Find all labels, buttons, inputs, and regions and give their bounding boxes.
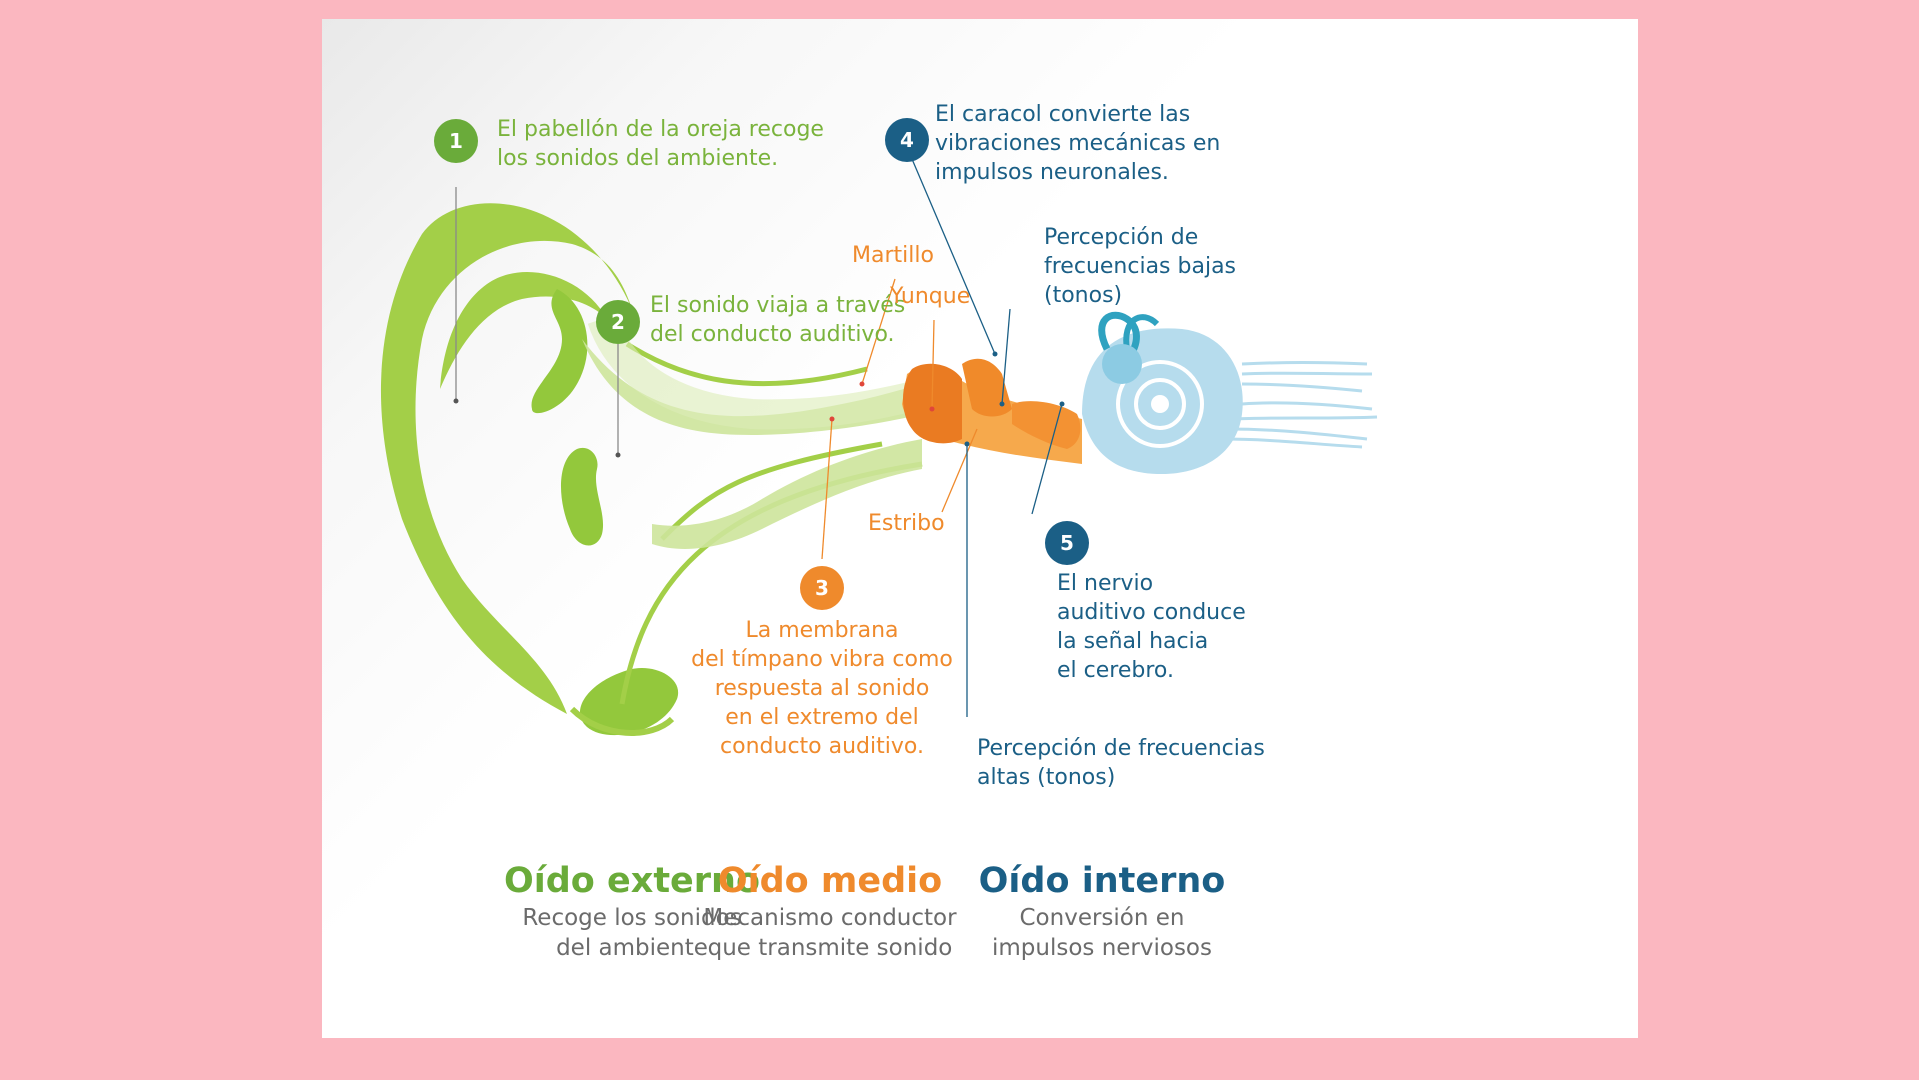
label-stirrup: Estribo [868,511,945,536]
step-5-text: El nervio auditivo conduce la señal haci… [1057,571,1246,683]
section-outer-ear-description: Recoge los sonidos del ambiente [522,905,742,961]
step-4-badge: 4 [885,118,929,162]
ear-illustration [380,158,1378,736]
step-2-text: El sonido viaja a través del conducto au… [650,293,906,347]
step-5-badge: 5 [1045,521,1089,565]
leader-lines [455,158,1063,717]
step-3-text: La membrana del tímpano vibra como respu… [691,618,953,759]
section-middle-ear-description: Mecanismo conductor que transmite sonido [703,905,957,961]
label-anvil: Yunque [890,284,971,309]
cochlea-graphic [1082,311,1243,474]
step-4-text: El caracol convierte las vibraciones mec… [935,102,1221,185]
section-middle-ear-title: Oído medio [717,861,943,901]
section-inner-ear-title: Oído interno [978,861,1226,901]
auditory-nerve-graphic [1221,361,1378,449]
label-hammer: Martillo [852,243,934,268]
outer-ear-graphic [380,203,923,736]
ear-diagram-card: 1 El pabellón de la oreja recoge los son… [322,19,1638,1038]
section-inner-ear-description: Conversión en impulsos nerviosos [991,905,1212,961]
step-3-badge: 3 [800,566,844,610]
label-high-frequencies: Percepción de frecuencias altas (tonos) [977,736,1265,790]
label-low-frequencies: Percepción de frecuencias bajas (tonos) [1044,225,1237,308]
leader-dots [453,351,1065,458]
step-1-badge: 1 [434,119,478,163]
step-2-badge: 2 [596,300,640,344]
section-outer-ear-title: Oído externo [503,861,761,901]
ossicles-graphic [902,358,1082,464]
ear-canal-graphic [582,313,926,549]
step-1-text: El pabellón de la oreja recoge los sonid… [497,117,824,171]
